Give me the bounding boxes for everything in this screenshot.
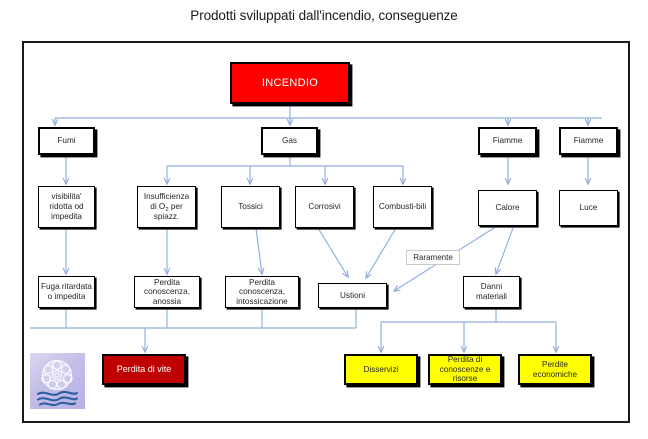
node-label: Perdita di conoscenze e risorse bbox=[439, 355, 491, 384]
node-label: Luce bbox=[579, 203, 598, 213]
node-label: visibilita' ridotta od impedita bbox=[49, 192, 84, 221]
node-label: Tossici bbox=[238, 202, 263, 212]
node-label: Perdita conoscenza, intossicazione bbox=[236, 277, 288, 306]
node-label: Perdita di vite bbox=[116, 364, 172, 375]
node-corrosivi[interactable]: Corrosivi bbox=[295, 186, 354, 228]
node-visibilita-ridotta[interactable]: visibilita' ridotta od impedita bbox=[38, 186, 95, 228]
node-label: Insufficienza di O2 per spiazz. bbox=[143, 192, 190, 221]
node-perdita-conoscenze-risorse[interactable]: Perdita di conoscenze e risorse bbox=[428, 354, 502, 385]
node-fuga-ritardata[interactable]: Fuga ritardata o impedita bbox=[38, 276, 95, 308]
node-perdita-conoscenza-intossicazione[interactable]: Perdita conoscenza, intossicazione bbox=[225, 276, 299, 308]
node-disservizi[interactable]: Disservizi bbox=[344, 354, 418, 385]
node-ustioni[interactable]: Ustioni bbox=[318, 283, 387, 308]
node-combustibili[interactable]: Combusti-bili bbox=[373, 186, 432, 228]
node-label: Calore bbox=[495, 203, 520, 213]
node-label: Fiamme bbox=[573, 136, 604, 146]
node-label: Danni materiali bbox=[476, 282, 507, 301]
node-label: Fuga ritardata o impedita bbox=[41, 282, 92, 301]
node-label: INCENDIO bbox=[261, 76, 319, 89]
node-fumi[interactable]: Fumi bbox=[38, 127, 95, 155]
annotation-raramente: Raramente bbox=[406, 250, 460, 265]
node-label: Disservizi bbox=[363, 364, 399, 374]
node-label: Perdite economiche bbox=[532, 359, 578, 379]
node-perdita-conoscenza-anossia[interactable]: Perdita conoscenza, anossia bbox=[134, 276, 200, 308]
annotation-label: Raramente bbox=[413, 253, 453, 262]
node-fiamme-2[interactable]: Fiamme bbox=[559, 127, 618, 155]
node-label: Combusti-bili bbox=[378, 202, 427, 212]
node-label: Corrosivi bbox=[308, 202, 341, 212]
node-gas[interactable]: Gas bbox=[261, 127, 318, 155]
bubbles-waves-logo bbox=[30, 353, 85, 409]
node-insufficienza-ossigeno[interactable]: Insufficienza di O2 per spiazz. bbox=[137, 186, 196, 228]
node-label: Ustioni bbox=[339, 290, 366, 300]
node-tossici[interactable]: Tossici bbox=[221, 186, 280, 228]
node-luce[interactable]: Luce bbox=[559, 190, 618, 226]
node-calore[interactable]: Calore bbox=[478, 190, 537, 226]
node-perdite-economiche[interactable]: Perdite economiche bbox=[518, 354, 592, 385]
node-danni-materiali[interactable]: Danni materiali bbox=[463, 276, 520, 308]
node-label: Perdita conoscenza, anossia bbox=[144, 277, 190, 306]
node-perdita-di-vite[interactable]: Perdita di vite bbox=[102, 354, 186, 385]
node-label: Gas bbox=[281, 136, 298, 146]
node-label: Fiamme bbox=[492, 136, 523, 146]
page-title: Prodotti sviluppati dall'incendio, conse… bbox=[190, 8, 458, 23]
node-label: Fumi bbox=[57, 136, 76, 146]
node-incendio[interactable]: INCENDIO bbox=[230, 62, 350, 104]
node-fiamme-1[interactable]: Fiamme bbox=[478, 127, 537, 155]
